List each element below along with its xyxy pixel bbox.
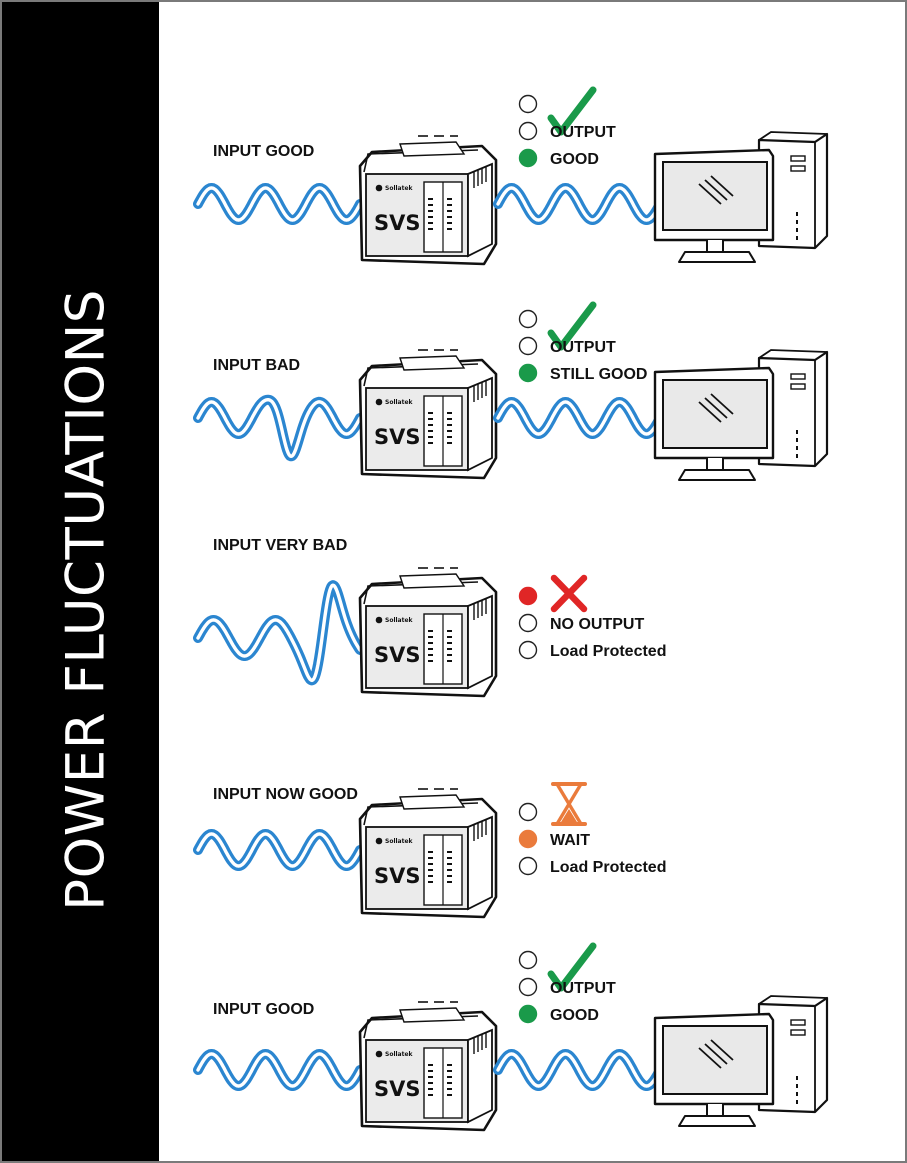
status-led-3: [518, 640, 538, 660]
computer: [653, 994, 829, 1128]
status-led-2: [518, 336, 538, 356]
status-led-1: [518, 94, 538, 114]
status-led-3: [518, 363, 538, 383]
device-label: SVS: [374, 211, 421, 235]
status-led-2: [518, 613, 538, 633]
device-label: SVS: [374, 425, 421, 449]
input-label: INPUT GOOD: [213, 1001, 314, 1018]
status-led-1: [518, 950, 538, 970]
status-led-3: [518, 856, 538, 876]
output-status-line-1: NO OUTPUT: [550, 616, 644, 633]
status-led-1: [518, 802, 538, 822]
input-label: INPUT GOOD: [213, 143, 314, 160]
output-power-wave: [493, 183, 663, 225]
input-power-wave: [193, 394, 365, 462]
output-status-line-2: Load Protected: [550, 859, 666, 876]
input-power-wave: [193, 183, 365, 225]
status-led-3: [518, 1004, 538, 1024]
brand-label: Sollatek: [385, 1051, 414, 1058]
brand-label: Sollatek: [385, 399, 414, 406]
device-label: SVS: [374, 1077, 421, 1101]
input-label: INPUT VERY BAD: [213, 537, 347, 554]
device-label: SVS: [374, 643, 421, 667]
input-label: INPUT BAD: [213, 357, 300, 374]
computer: [653, 348, 829, 482]
output-status-line-1: OUTPUT: [550, 980, 616, 997]
input-label: INPUT NOW GOOD: [213, 786, 358, 803]
output-status-line-2: GOOD: [550, 151, 599, 168]
brand-label: Sollatek: [385, 185, 414, 192]
output-status-line-1: OUTPUT: [550, 124, 616, 141]
status-led-3: [518, 148, 538, 168]
status-led-1: [518, 586, 538, 606]
output-status-line-2: STILL GOOD: [550, 366, 647, 383]
output-power-wave: [493, 1049, 663, 1091]
brand-label: Sollatek: [385, 838, 414, 845]
status-led-2: [518, 977, 538, 997]
output-status-line-2: GOOD: [550, 1007, 599, 1024]
output-power-wave: [493, 397, 663, 439]
device-label: SVS: [374, 864, 421, 888]
status-led-1: [518, 309, 538, 329]
status-led-2: [518, 121, 538, 141]
output-status-line-1: OUTPUT: [550, 339, 616, 356]
computer: [653, 130, 829, 264]
output-status-line-2: Load Protected: [550, 643, 666, 660]
brand-label: Sollatek: [385, 617, 414, 624]
hourglass-icon: [551, 782, 587, 826]
sidebar-banner: POWER FLUCTUATIONS: [2, 2, 159, 1161]
status-led-2: [518, 829, 538, 849]
input-power-wave: [193, 580, 365, 686]
input-power-wave: [193, 829, 365, 871]
cross-icon: [550, 574, 588, 613]
input-power-wave: [193, 1049, 365, 1091]
output-status-line-1: WAIT: [550, 832, 590, 849]
